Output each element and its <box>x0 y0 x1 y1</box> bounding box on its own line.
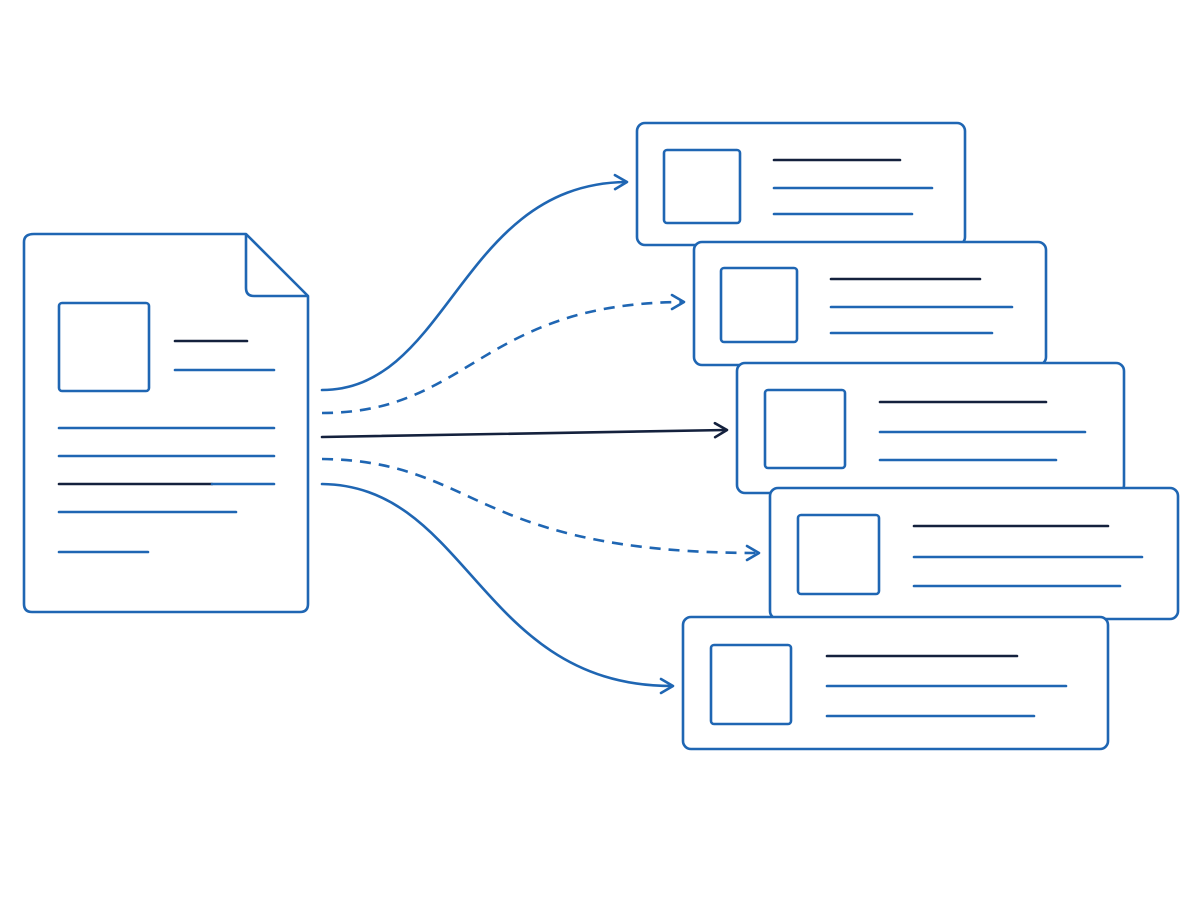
document-image-placeholder <box>57 301 151 393</box>
image-placeholder-icon <box>662 148 742 225</box>
image-placeholder-icon <box>719 266 799 344</box>
output-card-5 <box>681 615 1110 751</box>
output-card-4 <box>768 486 1180 621</box>
connector-arrow-2 <box>321 293 686 415</box>
connector-arrow-4 <box>321 457 761 562</box>
output-card-3 <box>735 361 1126 495</box>
document-icon <box>22 232 310 614</box>
folded-corner-icon <box>244 234 308 298</box>
source-document <box>22 232 310 614</box>
output-card-1 <box>635 121 967 247</box>
image-placeholder-icon <box>709 643 793 726</box>
connector-arrow-1 <box>320 173 629 392</box>
connector-arrow-3 <box>320 421 729 439</box>
connectors <box>320 173 761 695</box>
image-placeholder-icon <box>763 388 847 470</box>
image-placeholder-icon <box>796 513 881 596</box>
connector-arrow-5 <box>320 482 675 695</box>
output-card-2 <box>692 240 1048 367</box>
